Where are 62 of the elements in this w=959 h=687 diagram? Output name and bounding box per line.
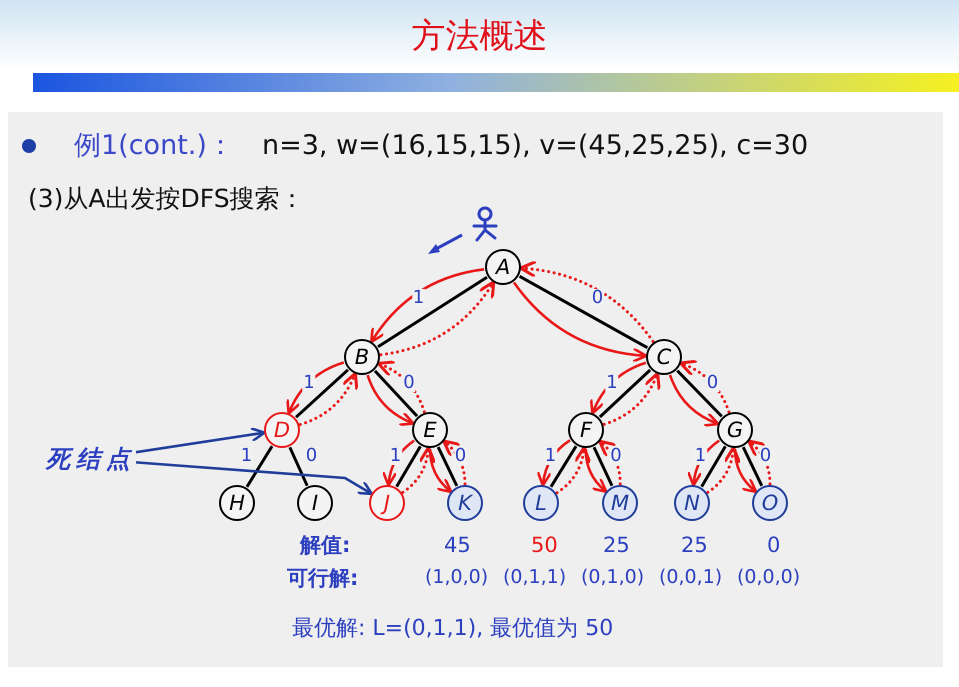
dotted-return-arrow [706, 446, 741, 494]
slide-title: 方法概述 [410, 20, 548, 54]
feasible-solution: (1,0,0) [425, 568, 488, 587]
row-label: 解值: [300, 535, 350, 556]
annotation-text: 死结点 [46, 447, 136, 471]
dotted-return-arrow [602, 372, 660, 426]
dotted-return-arrow [555, 446, 592, 494]
feasible-solution: (0,0,0) [737, 568, 800, 587]
feasible-solution: (0,0,1) [659, 568, 722, 587]
example-heading: 例1(cont.)： [74, 132, 234, 159]
row-label: 可行解: [287, 568, 358, 589]
optimal-solution-text: 最优解: L=(0,1,1), 最优值为 50 [292, 618, 614, 640]
edge-label: 1 [605, 374, 619, 392]
feasible-solution: (0,1,0) [581, 568, 644, 587]
search-arrow [687, 440, 720, 487]
solution-value: 25 [681, 535, 708, 556]
search-arrow [286, 361, 344, 415]
tree-edge [518, 274, 648, 350]
solution-value: 45 [444, 535, 471, 556]
edge-label: 0 [609, 446, 623, 464]
tree-edge [676, 370, 723, 418]
dotted-return-arrow [401, 446, 436, 494]
dotted-return-arrow [678, 360, 730, 414]
tree-edge [374, 370, 418, 418]
pointer-arrow [136, 461, 374, 496]
search-arrow [536, 439, 571, 487]
search-arrow [382, 440, 415, 487]
search-arrow [366, 374, 415, 426]
edge-label: 0 [402, 374, 416, 392]
search-arrow [668, 374, 720, 426]
edge-label: 1 [302, 374, 316, 392]
dotted-return-arrow [442, 439, 466, 486]
tree-edge [592, 446, 614, 486]
tree-edge [295, 368, 349, 418]
step-description: (3)从A出发按DFS搜索： [28, 186, 305, 211]
problem-parameters: n=3, w=(16,15,15), v=(45,25,25), c=30 [262, 132, 808, 159]
tree-edge [246, 445, 274, 488]
feasible-solution: (0,1,1) [503, 568, 566, 587]
tree-edge [395, 446, 422, 488]
search-arrow [590, 361, 646, 415]
dotted-return-arrow [747, 439, 772, 486]
dotted-return-arrow [298, 372, 358, 426]
search-arrow [512, 282, 648, 362]
search-arrow [584, 448, 608, 494]
tree-edge [550, 445, 578, 488]
dotted-return-arrow [376, 360, 426, 414]
dotted-return-arrow [379, 280, 496, 356]
solution-value: 25 [603, 535, 630, 556]
search-arrow [428, 448, 452, 494]
dotted-return-arrow [518, 260, 655, 343]
search-arrow [370, 268, 484, 344]
tree-edge [598, 368, 652, 418]
dotted-return-arrow [598, 440, 622, 486]
tree-edge [742, 446, 764, 487]
solution-value: 50 [531, 535, 558, 556]
tree-edge [377, 276, 488, 348]
tree-edge [436, 446, 458, 487]
solution-value: 0 [767, 535, 780, 556]
pointer-arrow [136, 426, 266, 454]
search-arrow [734, 448, 758, 494]
tree-edge [288, 446, 309, 486]
tree-edge [700, 446, 727, 488]
